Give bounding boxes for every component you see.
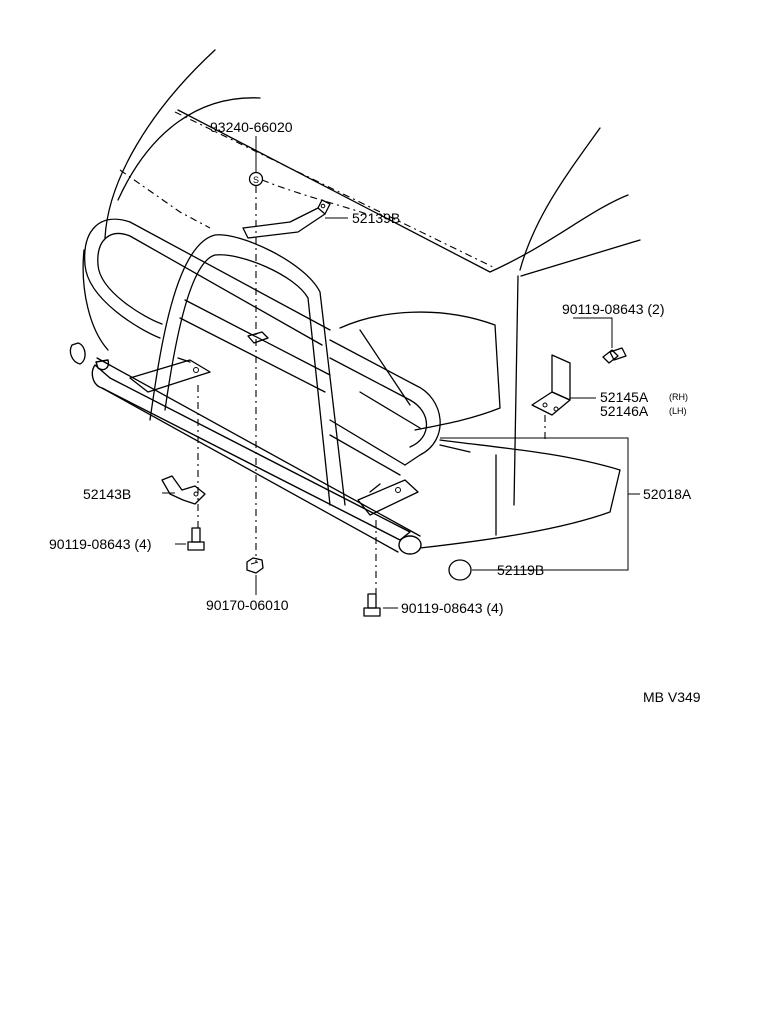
bolt-left [187, 527, 205, 551]
leader-lines [162, 136, 640, 609]
label-52146a-side: (LH) [669, 406, 687, 416]
label-90119-bottom: 90119-08643 (4) [401, 600, 503, 616]
bracket-right-lower [357, 479, 419, 516]
diagram-code: MB V349 [643, 689, 701, 705]
nut-90170 [246, 557, 264, 574]
label-52143b: 52143B [83, 486, 131, 502]
bracket-52139b [242, 199, 331, 239]
label-52145a-side: (RH) [669, 392, 688, 402]
stay-52145a-52146a [531, 354, 571, 416]
label-52146a: 52146A [600, 403, 649, 419]
bracket-left-lower [129, 357, 211, 393]
washer-mark: S [253, 175, 259, 185]
label-52018a: 52018A [643, 486, 692, 502]
label-52139b: 52139B [352, 210, 400, 226]
label-52145a: 52145A [600, 389, 649, 405]
bolt-top [602, 347, 627, 364]
washer-93240: S [248, 171, 264, 187]
vehicle-body-outline [69, 49, 641, 549]
hole-plug-52119b [448, 559, 472, 581]
crossbar-clamp [247, 331, 269, 344]
grille-guard [84, 218, 441, 555]
label-90119-top: 90119-08643 (2) [562, 301, 664, 317]
label-90170-06010: 90170-06010 [206, 597, 289, 613]
bolt-bottom [363, 593, 381, 617]
label-52119b: 52119B [497, 562, 544, 578]
label-90119-left: 90119-08643 (4) [49, 536, 151, 552]
part-labels: 93240-66020 52139B 90119-08643 (2) 52145… [49, 119, 701, 705]
label-93240-66020: 93240-66020 [210, 119, 293, 135]
